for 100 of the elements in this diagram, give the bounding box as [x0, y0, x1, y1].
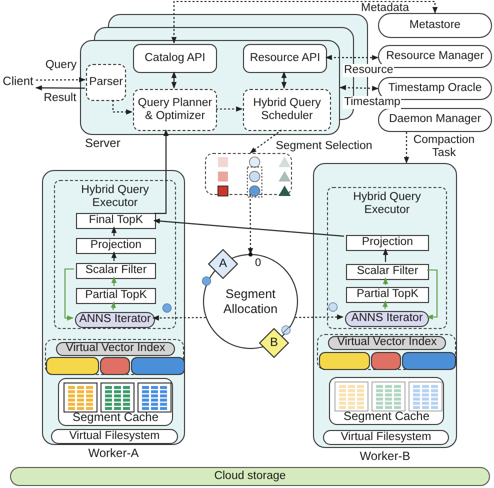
arrow — [112, 100, 133, 115]
index-library-box — [46, 357, 99, 375]
worker-caption: Worker-B — [360, 449, 410, 463]
executor-title: Hybrid Query Executor — [352, 191, 422, 218]
arrow — [111, 276, 117, 286]
edge-label: Result — [42, 92, 78, 106]
index-group-box — [45, 339, 184, 375]
arrow — [171, 0, 438, 44]
executor-box — [54, 180, 176, 329]
index-library-box — [100, 357, 130, 375]
arrow — [382, 300, 388, 310]
cache-label: Segment Cache — [342, 409, 431, 423]
box-label: Resource API — [250, 52, 320, 66]
iterator-pill — [75, 312, 155, 328]
segment-cache-box — [329, 377, 444, 425]
box-label: Metastore — [409, 18, 461, 32]
ring-label: Segment Allocation — [222, 287, 279, 316]
index-library-box — [319, 352, 370, 370]
arrow — [154, 129, 169, 214]
index-group-box — [317, 334, 456, 370]
arrow — [281, 71, 287, 89]
arrow — [171, 71, 177, 89]
arrow — [404, 132, 410, 164]
filesystem-pill — [323, 430, 449, 445]
box-label: Virtual Vector Index — [66, 342, 166, 356]
cache-label: Segment Cache — [71, 410, 160, 424]
diamond-label: A — [218, 257, 227, 271]
box-label: Cloud storage — [214, 470, 286, 484]
box-label: Partial TopK — [356, 288, 418, 302]
box-label: Hybrid Query Scheduler — [252, 96, 322, 124]
api-box — [243, 44, 327, 73]
server-caption: Server — [85, 136, 120, 150]
index-library-box — [131, 357, 185, 375]
box-label: Daemon Manager — [388, 113, 482, 127]
worker-caption: Worker-A — [88, 446, 139, 460]
operator-box — [76, 288, 156, 304]
box-label: Virtual Filesystem — [69, 430, 160, 444]
diamond-label: B — [270, 336, 278, 350]
box-label: ANNS Iterator — [79, 313, 151, 327]
box-label: Projection — [362, 236, 414, 250]
edge-label: Timestamp — [343, 96, 402, 110]
api-box — [133, 44, 217, 73]
operator-box — [346, 287, 429, 303]
box-label: Projection — [90, 239, 142, 253]
executor-box — [327, 187, 447, 329]
box-label: Catalog API — [144, 52, 206, 66]
box-label: Final TopK — [88, 214, 144, 228]
module-box — [86, 64, 126, 101]
box-label: Partial TopK — [85, 289, 147, 303]
operator-box — [346, 264, 429, 280]
arrow — [110, 301, 116, 310]
arrow — [382, 277, 388, 285]
arrow — [325, 54, 379, 60]
segment-cache-box — [58, 378, 173, 426]
arrow — [216, 106, 243, 112]
arrow — [111, 226, 117, 236]
operator-box — [76, 238, 156, 254]
index-library-box — [402, 352, 456, 370]
arrow — [64, 268, 74, 321]
edge-label: Metadata — [360, 2, 410, 16]
client-label: Client — [0, 72, 36, 90]
operator-box — [76, 263, 156, 279]
module-box — [133, 89, 217, 131]
filesystem-pill — [51, 429, 178, 444]
box-label: Virtual Vector Index — [337, 336, 437, 350]
arrow — [111, 251, 117, 261]
position-label: 0 — [255, 257, 262, 269]
index-pill — [328, 336, 446, 350]
edge-label: Segment Selection — [274, 140, 374, 154]
arrow — [152, 315, 206, 321]
operator-box — [76, 213, 156, 229]
box-label: Scalar Filter — [356, 265, 418, 279]
module-box — [243, 89, 331, 131]
edge-label: Resource — [343, 64, 394, 78]
index-pill — [56, 342, 175, 356]
box-label: Timestamp Oracle — [388, 82, 482, 96]
arrow — [153, 218, 344, 237]
box-label: Resource Manager — [386, 50, 484, 64]
index-library-box — [371, 352, 401, 370]
box-label: Query Planner & Optimizer — [136, 96, 214, 124]
executor-title: Hybrid Query Executor — [80, 184, 150, 210]
box-label: Scalar Filter — [85, 264, 147, 278]
arrow — [36, 77, 86, 82]
box-label: Parser — [89, 76, 123, 90]
storage-bar — [10, 467, 490, 486]
operator-box — [346, 235, 429, 251]
arrow — [248, 195, 254, 255]
arrow — [35, 85, 85, 90]
iterator-pill — [345, 311, 429, 327]
segment-selection-box — [205, 153, 292, 195]
arrow — [295, 314, 344, 320]
edge-label: Query — [44, 59, 78, 72]
service-pill — [378, 13, 492, 38]
arrow — [426, 269, 438, 320]
arrow — [382, 248, 388, 262]
arrow — [339, 85, 379, 91]
box-label: Virtual Filesystem — [340, 430, 432, 444]
arrow — [250, 130, 282, 154]
edge-label: Compaction Task — [412, 134, 476, 160]
box-label: ANNS Iterator — [351, 312, 423, 326]
